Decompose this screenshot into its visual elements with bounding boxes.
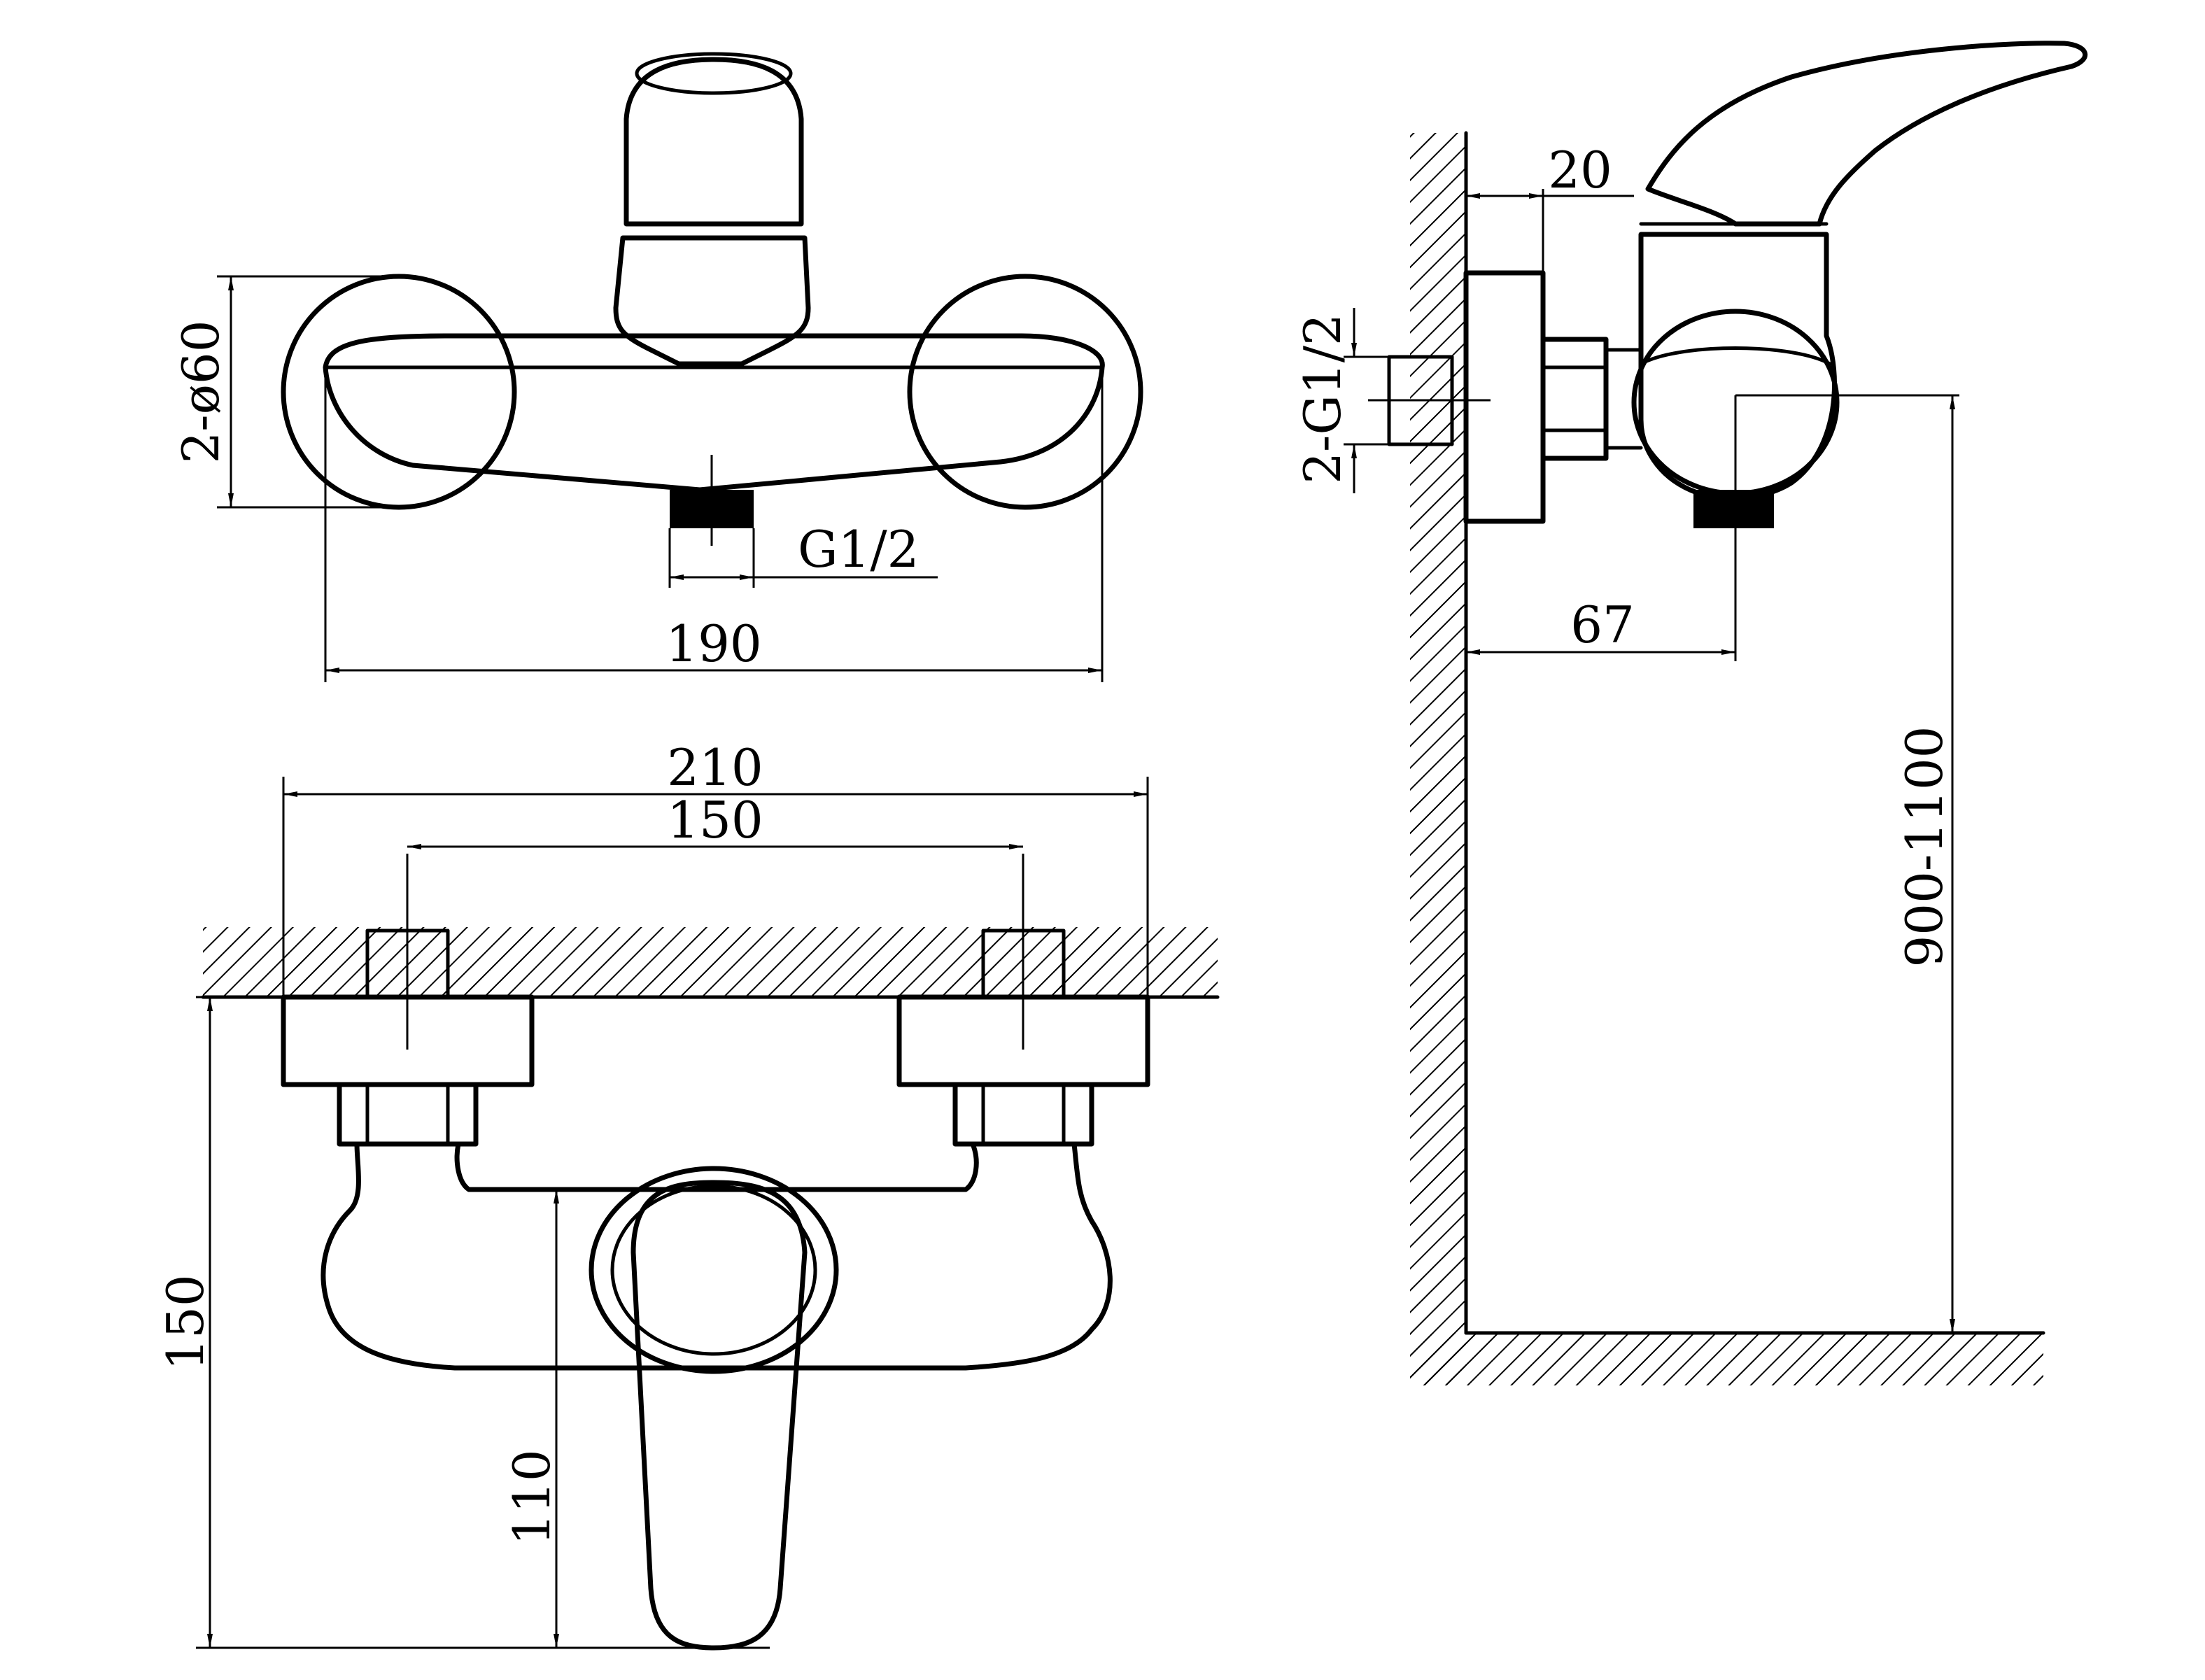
front-handle-lever — [630, 1180, 808, 1651]
dim-top-width: 190 — [665, 614, 761, 673]
front-wall — [203, 927, 1218, 997]
right-flange — [907, 274, 1143, 510]
top-handle-cap — [624, 57, 804, 227]
dim-overall-width: 210 — [667, 738, 763, 797]
dim-inlet-thread-side: 2-G1/2 — [1293, 313, 1352, 484]
side-nut — [1540, 337, 1609, 461]
side-lever — [1645, 41, 2088, 227]
dim-body-height: 150 — [156, 1274, 215, 1370]
front-view: 210 150 150 110 — [156, 738, 1220, 1651]
front-handle-base — [589, 1166, 839, 1374]
side-view: 20 2-G1/2 67 900-1100 — [1293, 41, 2088, 1385]
dim-wall-offset: 20 — [1548, 141, 1612, 199]
front-body — [320, 1141, 1113, 1371]
side-outlet-thread — [1693, 490, 1774, 528]
dim-handle-height: 110 — [502, 1449, 561, 1545]
side-flange — [1463, 270, 1546, 524]
dim-projection: 67 — [1570, 595, 1635, 654]
dim-inlet-spacing: 150 — [667, 791, 763, 849]
top-handle-neck — [613, 235, 811, 367]
dim-outlet-thread: G1/2 — [798, 520, 919, 579]
top-view: 2-ø60 G1/2 190 — [171, 52, 1143, 682]
front-right-nut — [952, 1082, 1094, 1147]
dim-inlet-diameter: 2-ø60 — [171, 320, 230, 463]
dim-mount-height: 900-1100 — [1895, 726, 1954, 968]
side-floor — [1410, 1333, 2043, 1385]
top-body — [323, 333, 1105, 493]
side-wall — [1410, 133, 1466, 1385]
front-left-nut — [337, 1082, 479, 1147]
side-body — [1638, 232, 1837, 501]
